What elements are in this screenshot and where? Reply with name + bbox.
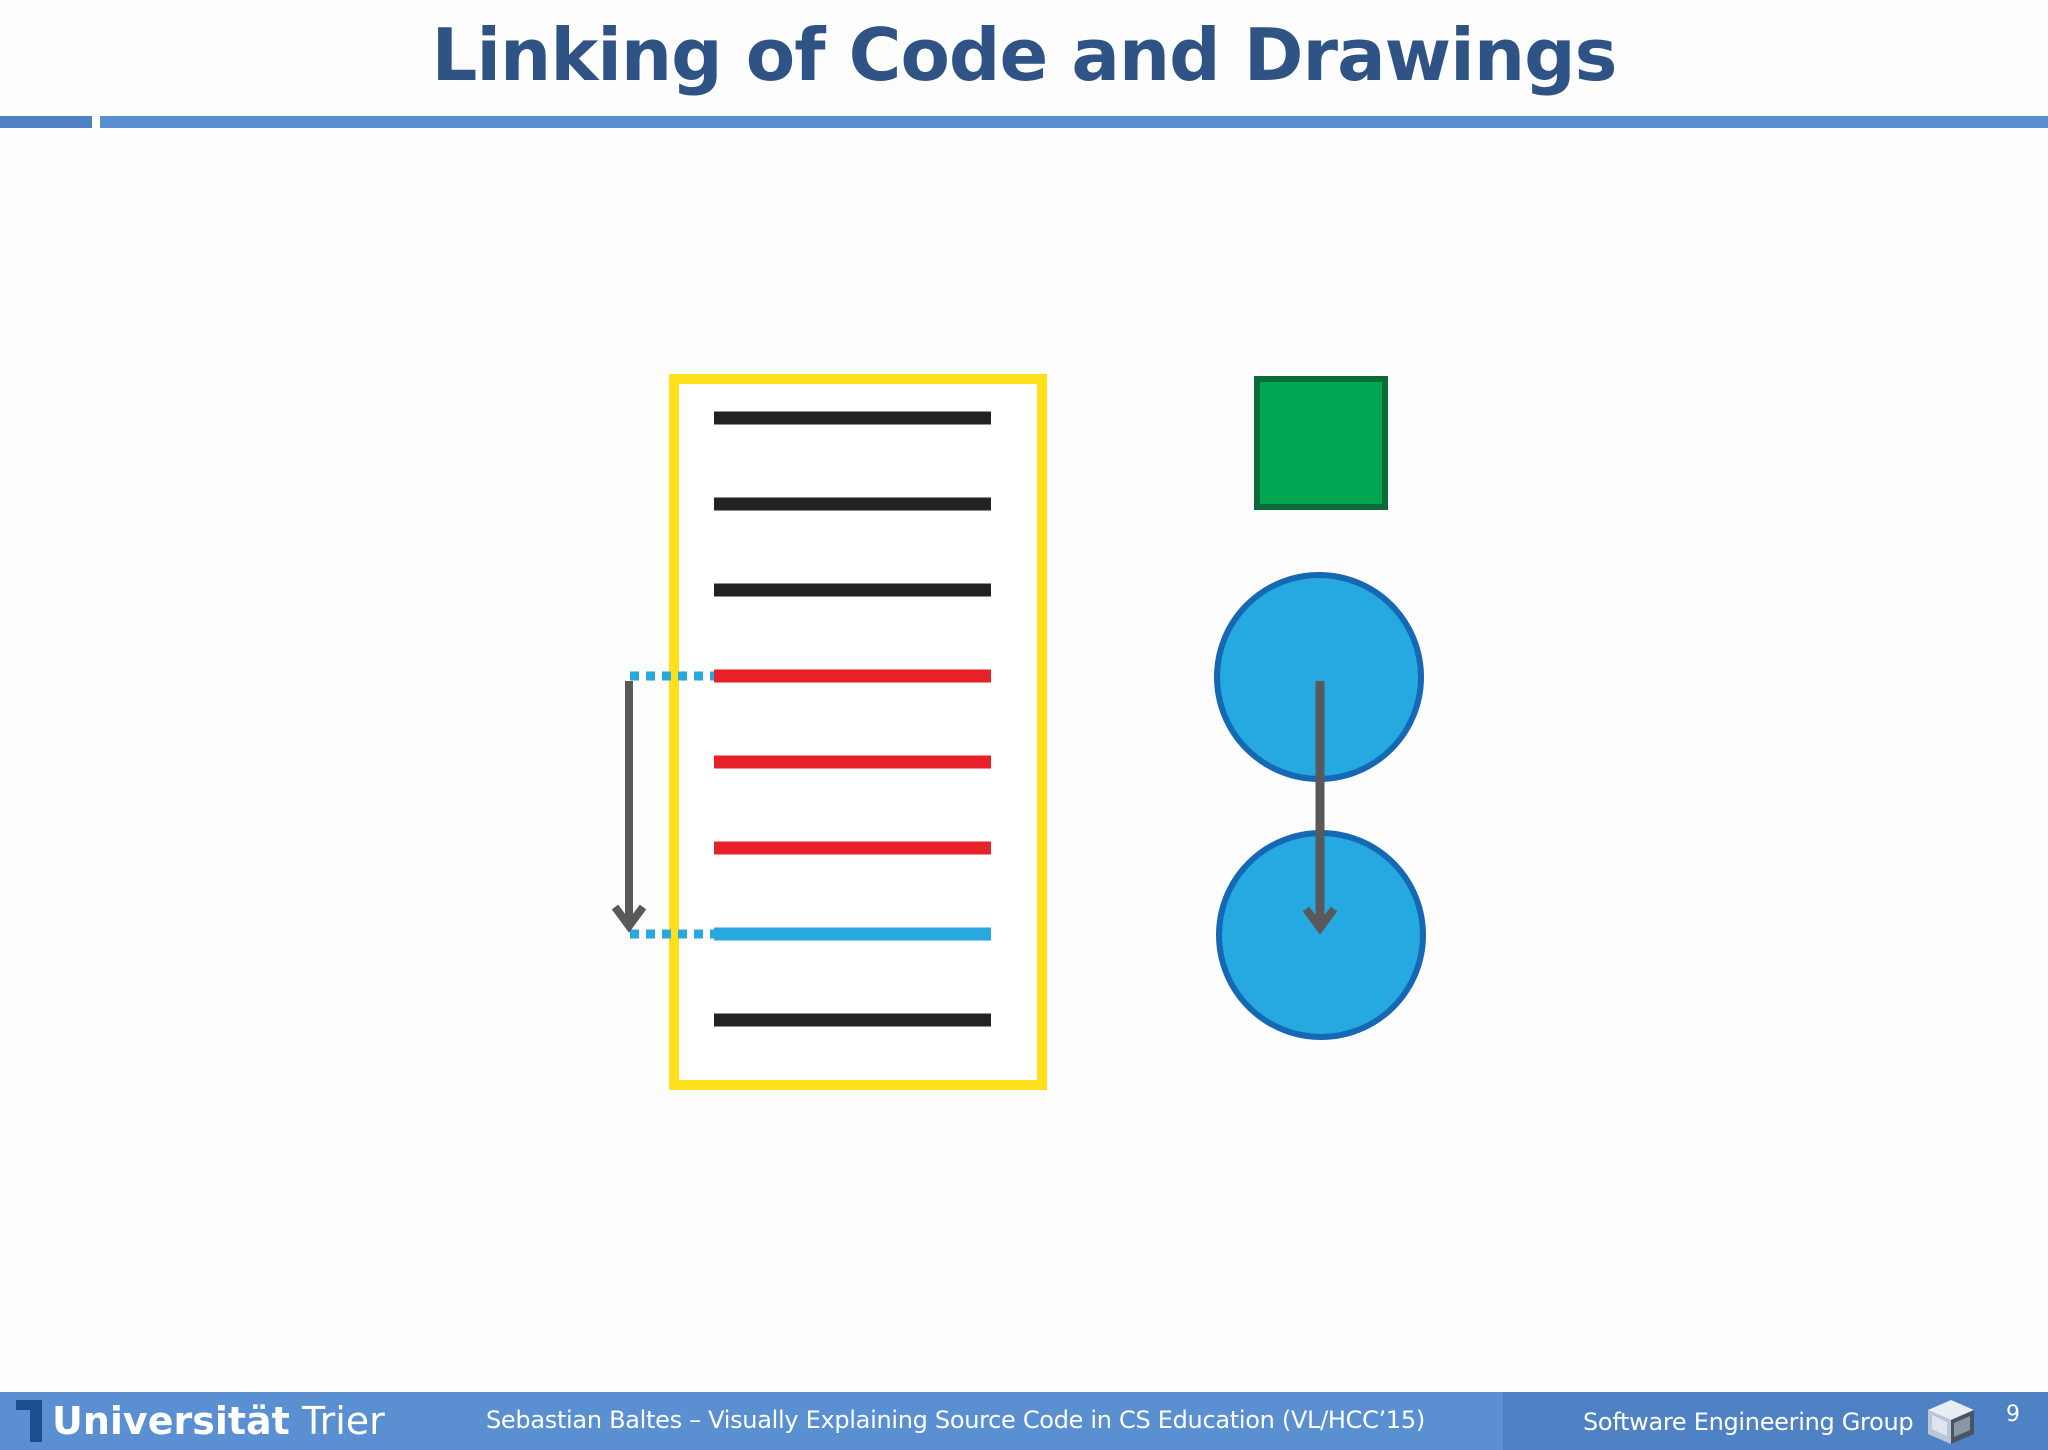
green-square — [1254, 376, 1388, 510]
group-name: Software Engineering Group — [1583, 1408, 1914, 1436]
university-name-regular: Trier — [301, 1399, 385, 1443]
jump-arrow-head — [611, 904, 647, 933]
cube-logo-icon — [1928, 1400, 1974, 1444]
title-rule-short — [0, 116, 92, 128]
university-name: Universität Trier — [52, 1398, 385, 1444]
drawing-arrow — [1302, 681, 1338, 935]
page-number: 9 — [2006, 1402, 2020, 1427]
university-logo-icon — [16, 1400, 42, 1442]
code-lines — [714, 411, 991, 1027]
code-box — [669, 374, 1047, 1090]
title-rule-long — [100, 116, 2048, 128]
talk-citation: Sebastian Baltes – Visually Explaining S… — [486, 1406, 1425, 1434]
jump-arrow — [611, 681, 647, 933]
drawing-arrow-head — [1302, 906, 1338, 935]
slide-title: Linking of Code and Drawings — [431, 13, 1618, 97]
footer-bar: Universität Trier Sebastian Baltes – Vis… — [0, 1392, 2048, 1450]
university-name-bold: Universität — [52, 1399, 290, 1443]
